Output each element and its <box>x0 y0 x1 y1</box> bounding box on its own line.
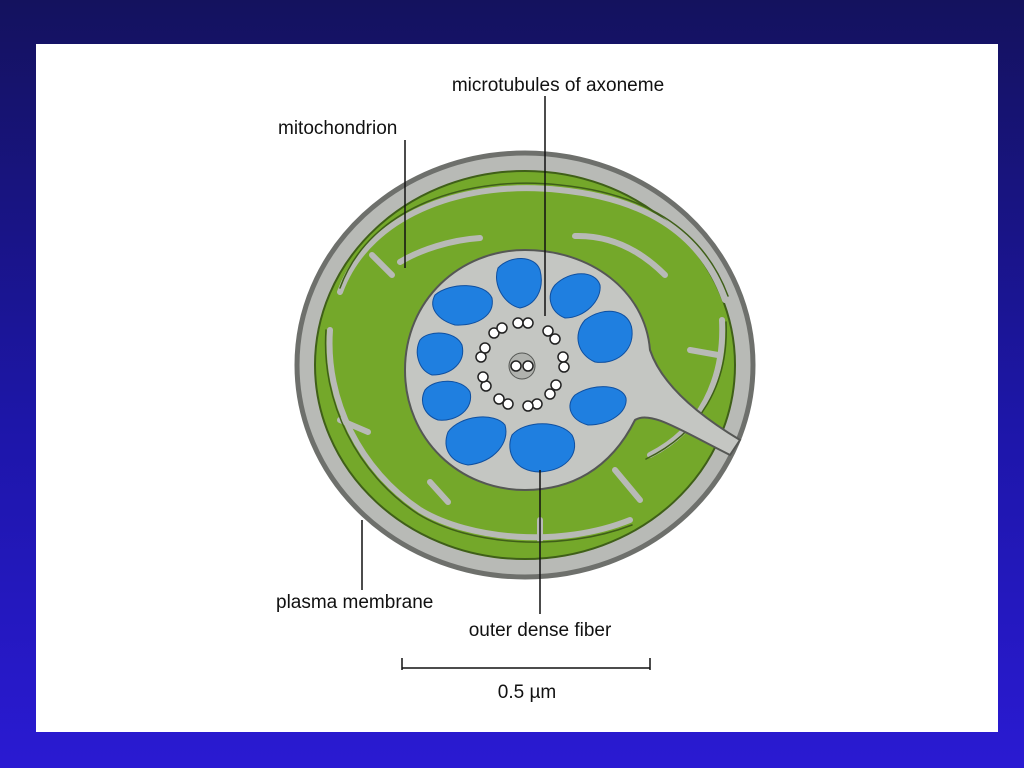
central-microtubule-ring <box>508 352 536 380</box>
microtubules-label: microtubules of axoneme <box>452 75 664 96</box>
microtubule-doublet <box>488 322 508 339</box>
microtubule-doublet <box>557 351 570 373</box>
outer-dense-fiber <box>509 423 576 473</box>
mitochondrion-label: mitochondrion <box>278 118 397 139</box>
outer-dense-fiber <box>422 380 472 421</box>
microtubule-doublet <box>493 393 514 410</box>
microtubule-doublet <box>477 371 492 392</box>
outer-dense-fiber <box>416 332 464 376</box>
plasma-membrane-label: plasma membrane <box>276 592 433 613</box>
outer-dense-fiber-label: outer dense fiber <box>469 620 612 641</box>
microtubule-doublet <box>522 398 543 412</box>
outer-dense-fiber <box>569 386 627 426</box>
outer-dense-fiber <box>445 416 507 466</box>
microtubule-doublet <box>542 325 561 345</box>
outer-dense-fiber <box>432 285 493 326</box>
outer-dense-fibers <box>416 258 633 473</box>
mitochondrion-segment-edges <box>324 182 729 543</box>
leader-lines <box>361 96 546 614</box>
central-pair-microtubules <box>510 360 534 372</box>
outer-dense-fiber <box>549 273 601 319</box>
scale-bar <box>401 658 651 670</box>
outer-dense-fiber <box>577 310 633 363</box>
microtubule-doublet <box>512 317 534 329</box>
scale-bar-label: 0.5 µm <box>498 682 556 703</box>
microtubule-doublets <box>475 317 570 412</box>
microtubule-doublet <box>544 379 562 400</box>
microtubule-doublet <box>475 342 491 363</box>
outer-dense-fiber <box>496 258 542 309</box>
